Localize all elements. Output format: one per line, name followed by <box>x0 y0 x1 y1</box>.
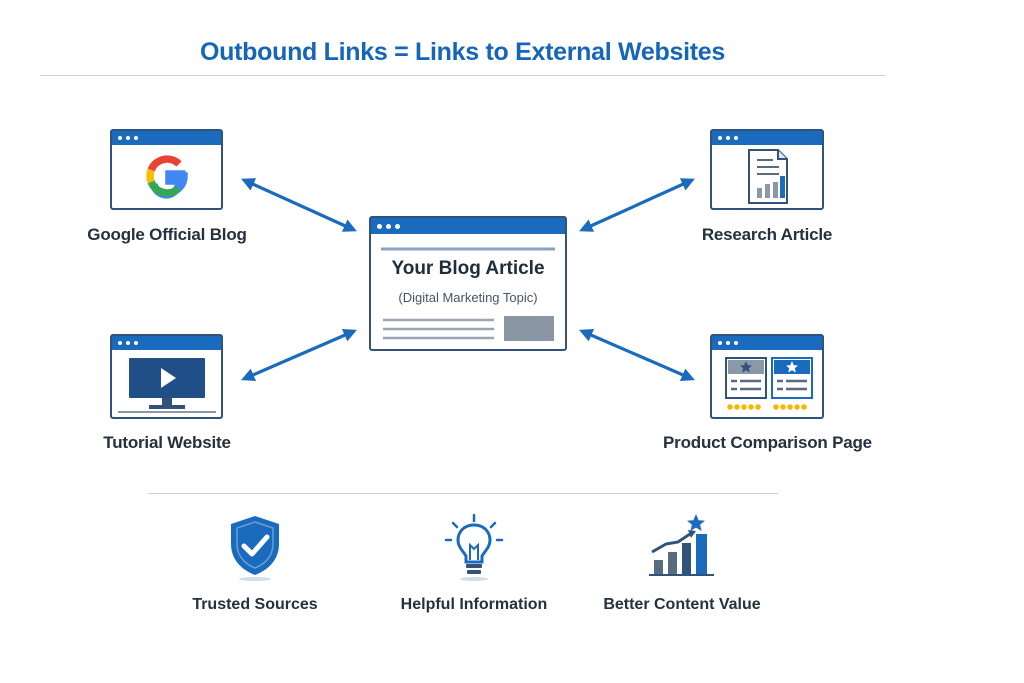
lightbulb-icon <box>444 513 504 581</box>
your-blog-window: Your Blog Article (Digital Marketing Top… <box>369 216 567 351</box>
window-titlebar <box>712 336 822 350</box>
tutorial-website-window <box>110 334 223 419</box>
label-research: Research Article <box>701 225 833 244</box>
benefit-value: Better Content Value <box>602 512 762 614</box>
product-comparison-window <box>710 334 824 419</box>
label-google: Google Official Blog <box>87 225 247 244</box>
benefit-value-label: Better Content Value <box>603 596 761 613</box>
window-titlebar <box>712 131 822 145</box>
video-monitor-icon <box>118 358 216 413</box>
arrow-product <box>579 329 695 381</box>
arrow-tutorial <box>241 329 357 381</box>
top-divider <box>40 75 885 76</box>
document-chart-icon <box>748 149 788 204</box>
benefit-trusted: Trusted Sources <box>175 512 335 614</box>
research-article-window <box>710 129 824 210</box>
window-titlebar <box>112 336 221 350</box>
window-titlebar <box>112 131 221 145</box>
center-article-subtitle: (Digital Marketing Topic) <box>398 290 538 305</box>
arrow-google <box>241 178 357 232</box>
label-tutorial: Tutorial Website <box>103 433 231 452</box>
product-cards-icon <box>725 357 813 410</box>
growth-chart-star-icon <box>649 514 714 576</box>
bottom-divider <box>148 493 778 494</box>
benefit-helpful-label: Helpful Information <box>400 596 548 613</box>
label-product: Product Comparison Page <box>663 433 872 452</box>
window-titlebar <box>371 218 565 234</box>
shield-check-icon <box>231 516 279 581</box>
article-layout-icon <box>381 247 555 341</box>
benefit-trusted-label: Trusted Sources <box>192 596 318 613</box>
benefit-helpful: Helpful Information <box>394 512 554 614</box>
google-blog-window <box>110 129 223 210</box>
google-logo-icon <box>146 155 188 199</box>
center-article-title: Your Blog Article <box>391 258 545 279</box>
page-title: Outbound Links = Links to External Websi… <box>200 38 725 66</box>
arrow-research <box>579 178 695 232</box>
